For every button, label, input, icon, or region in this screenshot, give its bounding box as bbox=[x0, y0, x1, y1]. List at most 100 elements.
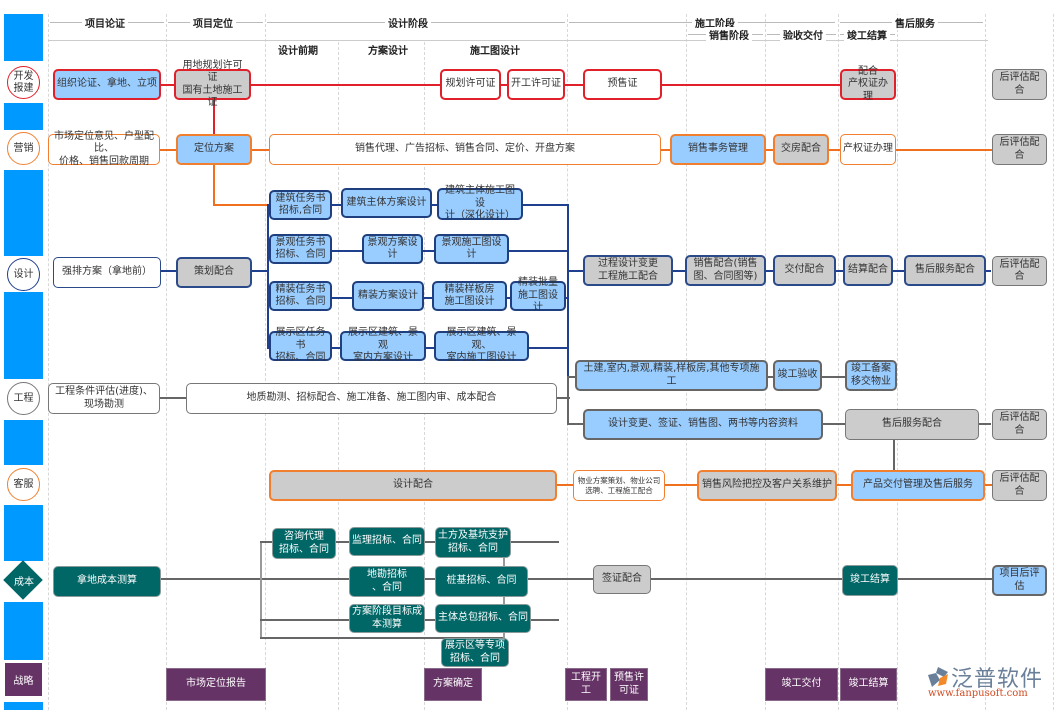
connector bbox=[567, 376, 569, 424]
node-decoration-scheme[interactable]: 精装方案设计 bbox=[352, 281, 424, 311]
column-divider bbox=[985, 14, 986, 710]
node-design-assist[interactable]: 设计配合 bbox=[269, 470, 557, 501]
node-showcase-brief[interactable]: 展示区任务书 招标、合同 bbox=[269, 327, 332, 363]
node-target-cost-estimate[interactable]: 方案阶段目标成 本测算 bbox=[349, 604, 425, 633]
lane-bar bbox=[4, 602, 43, 660]
node-earthwork-tender[interactable]: 土方及基坑支护 招标、合同 bbox=[435, 527, 511, 558]
node-landscape-drawing[interactable]: 景观施工图设计 bbox=[434, 234, 509, 264]
node-landscape-brief[interactable]: 景观任务书 招标、合同 bbox=[269, 234, 332, 264]
milestone-presale-permit[interactable]: 预售许 可证 bbox=[610, 668, 648, 701]
fanpu-logo-icon bbox=[926, 666, 950, 688]
subphase-settlement: 竣工结算 bbox=[844, 27, 890, 42]
subphase-early-design: 设计前期 bbox=[278, 46, 318, 57]
node-strong-layout[interactable]: 强排方案（拿地前） bbox=[53, 257, 161, 288]
connector bbox=[556, 397, 570, 399]
node-supervision-tender[interactable]: 监理招标、合同 bbox=[349, 527, 425, 556]
lane-dev-approval: 开发 报建 bbox=[7, 66, 40, 99]
node-completion-acceptance[interactable]: 竣工验收 bbox=[773, 360, 822, 391]
node-land-permit[interactable]: 用地规划许可证 国有土地施工证 bbox=[174, 60, 251, 108]
node-land-cost-estimate[interactable]: 拿地成本测算 bbox=[53, 566, 161, 597]
node-arch-construction-drawing[interactable]: 建筑主体施工图设 计（深化设计） bbox=[437, 185, 523, 221]
node-showroom-drawing[interactable]: 精装样板房 施工图设计 bbox=[432, 281, 507, 311]
connector bbox=[213, 98, 215, 136]
lane-bar bbox=[4, 170, 43, 256]
connector bbox=[267, 204, 269, 348]
node-decoration-brief[interactable]: 精装任务书 招标、合同 bbox=[269, 281, 332, 311]
node-handover-assist[interactable]: 交房配合 bbox=[773, 134, 829, 165]
node-project-post-evaluation[interactable]: 项目后评估 bbox=[992, 565, 1047, 596]
node-geological-survey[interactable]: 地质勘测、招标配合、施工准备、施工图内审、成本配合 bbox=[186, 383, 557, 414]
node-batch-drawing[interactable]: 精装批量 施工图设计 bbox=[510, 277, 566, 313]
lane-bar bbox=[4, 702, 43, 710]
node-landscape-scheme[interactable]: 景观方案设计 bbox=[362, 234, 423, 264]
node-showcase-scheme[interactable]: 展示区建筑、景观 室内方案设计 bbox=[340, 327, 426, 363]
node-visa-assist[interactable]: 签证配合 bbox=[593, 565, 651, 594]
logo-url: www.fanpusoft.com bbox=[928, 688, 1028, 699]
node-sales-risk-control[interactable]: 销售风险把控及客户关系维护 bbox=[697, 470, 837, 501]
node-settlement-assist[interactable]: 结算配合 bbox=[843, 255, 893, 286]
connector bbox=[213, 204, 269, 206]
node-argument-land-project[interactable]: 组织论证、拿地、立项 bbox=[53, 69, 161, 100]
lane-design: 设计 bbox=[7, 258, 40, 291]
column-divider bbox=[338, 42, 339, 710]
connector bbox=[260, 541, 262, 638]
node-post-evaluation[interactable]: 后评估配合 bbox=[992, 409, 1047, 440]
connector bbox=[160, 578, 994, 580]
node-general-contract-tender[interactable]: 主体总包招标、合同 bbox=[435, 604, 531, 633]
node-construction-permit[interactable]: 开工许可证 bbox=[507, 69, 565, 100]
lane-bar bbox=[4, 505, 43, 561]
node-filing-handover[interactable]: 竣工备案 移交物业 bbox=[845, 360, 897, 391]
node-pile-tender[interactable]: 桩基招标、合同 bbox=[435, 566, 528, 597]
node-showcase-tender[interactable]: 展示区等专项 招标、合同 bbox=[441, 638, 509, 667]
milestone-completion-delivery[interactable]: 竣工交付 bbox=[765, 668, 838, 701]
node-design-change[interactable]: 过程设计变更 工程施工配合 bbox=[583, 255, 673, 286]
lane-strategy: 战略 bbox=[5, 663, 42, 696]
node-positioning-plan[interactable]: 定位方案 bbox=[176, 134, 252, 165]
node-arch-scheme[interactable]: 建筑主体方案设计 bbox=[341, 188, 432, 218]
node-engineering-assessment[interactable]: 工程条件评估(进度)、 现场勘测 bbox=[48, 383, 160, 414]
node-completion-settlement[interactable]: 竣工结算 bbox=[842, 565, 898, 596]
node-after-sales-assist[interactable]: 售后服务配合 bbox=[904, 255, 986, 286]
node-product-delivery[interactable]: 产品交付管理及售后服务 bbox=[851, 470, 985, 501]
node-showcase-drawing[interactable]: 展示区建筑、景观、 室内施工图设计 bbox=[434, 327, 529, 363]
node-planning-assist[interactable]: 策划配合 bbox=[176, 257, 252, 288]
milestone-market-report[interactable]: 市场定位报告 bbox=[166, 668, 266, 701]
node-survey-tender[interactable]: 地勘招标 、合同 bbox=[349, 566, 425, 597]
node-sales-agency[interactable]: 销售代理、广告招标、销售合同、定价、开盘方案 bbox=[269, 134, 661, 165]
node-planning-permit[interactable]: 规划许可证 bbox=[440, 69, 501, 100]
node-post-evaluation[interactable]: 后评估配合 bbox=[992, 470, 1047, 501]
node-after-sales-assist[interactable]: 售后服务配合 bbox=[845, 409, 979, 440]
connector bbox=[893, 438, 895, 472]
node-property-cert[interactable]: 产权证办理 bbox=[840, 134, 896, 165]
column-divider bbox=[166, 14, 167, 710]
lane-bar bbox=[4, 292, 43, 379]
lane-engineering: 工程 bbox=[7, 382, 40, 415]
node-post-evaluation[interactable]: 后评估配合 bbox=[992, 256, 1047, 286]
node-market-positioning-opinion[interactable]: 市场定位意见、户型配比、 价格、销售回款周期 bbox=[48, 131, 160, 167]
node-property-cert-assist[interactable]: 配合 产权证办理 bbox=[840, 66, 896, 102]
node-delivery-assist[interactable]: 交付配合 bbox=[773, 255, 836, 286]
milestone-scheme-confirmed[interactable]: 方案确定 bbox=[424, 668, 482, 701]
node-arch-brief[interactable]: 建筑任务书 招标,合同 bbox=[269, 190, 332, 220]
column-divider bbox=[424, 42, 425, 710]
connector bbox=[213, 164, 215, 206]
node-property-planning[interactable]: 物业方案策划、物业公司 选聘、工程施工配合 bbox=[573, 470, 665, 501]
column-divider bbox=[265, 14, 266, 710]
node-sales-assist[interactable]: 销售配合(销售 图、合同图等) bbox=[685, 255, 766, 286]
node-design-change-docs[interactable]: 设计变更、签证、销售图、两书等内容资料 bbox=[583, 409, 823, 440]
column-divider bbox=[1053, 14, 1054, 710]
lane-bar bbox=[4, 103, 43, 130]
phase-project-positioning: 项目定位 bbox=[190, 15, 236, 30]
milestone-construction-start[interactable]: 工程开工 bbox=[565, 668, 607, 701]
milestone-completion-settlement[interactable]: 竣工结算 bbox=[840, 668, 897, 701]
node-presale-permit[interactable]: 预售证 bbox=[583, 69, 662, 100]
lane-cost: 成本 bbox=[14, 577, 34, 588]
node-post-evaluation[interactable]: 后评估配合 bbox=[992, 69, 1047, 100]
connector bbox=[503, 541, 559, 543]
subphase-construction-drawing: 施工图设计 bbox=[470, 46, 520, 57]
node-consulting-tender[interactable]: 咨询代理 招标、合同 bbox=[272, 528, 336, 559]
connector bbox=[567, 204, 569, 376]
node-post-evaluation[interactable]: 后评估配合 bbox=[992, 134, 1047, 165]
node-sales-affairs[interactable]: 销售事务管理 bbox=[670, 134, 766, 165]
node-construction-works[interactable]: 土建,室内,景观,精装,样板房,其他专项施工 bbox=[575, 360, 768, 391]
